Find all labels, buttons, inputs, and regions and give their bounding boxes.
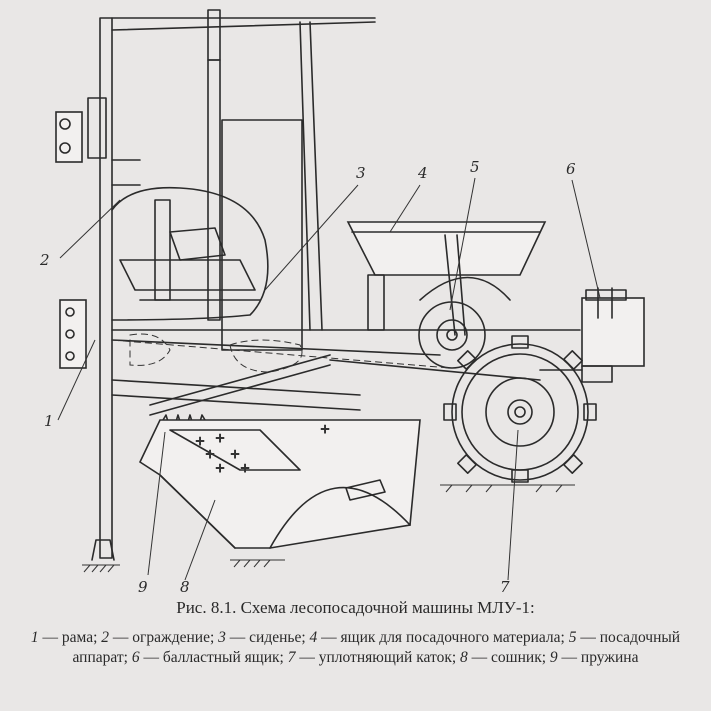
legend-item-number: 1 bbox=[30, 629, 39, 646]
legend-item-number: 3 bbox=[218, 629, 226, 646]
callout-5: 5 bbox=[470, 158, 480, 176]
legend-item-number: 6 bbox=[131, 649, 140, 666]
figure-legend: 1 — рама; 2 — ограждение; 3 — сиденье; 4… bbox=[14, 628, 697, 668]
svg-text:+: + bbox=[215, 461, 225, 475]
legend-item-text: уплотняющий каток bbox=[318, 649, 452, 666]
legend-item: 6 — балластный ящик; bbox=[131, 649, 288, 666]
leader-lines bbox=[57, 177, 601, 581]
ballast-box bbox=[539, 287, 645, 383]
opener: ++ ++ ++ + bbox=[138, 419, 421, 549]
legend-item: 2 — ограждение; bbox=[101, 629, 219, 646]
svg-text:+: + bbox=[205, 447, 215, 461]
planting-material-box bbox=[346, 221, 547, 331]
ground-hatching bbox=[82, 484, 575, 573]
legend-item: 7 — уплотняющий каток; bbox=[287, 649, 461, 666]
legend-item-number: 4 bbox=[309, 629, 318, 646]
callout-2: 2 bbox=[39, 251, 50, 269]
frame bbox=[55, 17, 141, 561]
linkage bbox=[111, 329, 581, 416]
svg-text:+: + bbox=[320, 422, 330, 436]
legend-item-number: 2 bbox=[101, 629, 110, 646]
legend-item-number: 9 bbox=[549, 649, 558, 666]
callout-7: 7 bbox=[500, 578, 510, 596]
legend-item-number: 8 bbox=[460, 649, 468, 666]
guard bbox=[111, 9, 376, 351]
seat bbox=[119, 199, 261, 301]
legend-item-text: сошник bbox=[491, 649, 542, 666]
legend-item-number: 5 bbox=[568, 629, 577, 646]
legend-item-number: 7 bbox=[287, 649, 296, 666]
callout-3: 3 bbox=[356, 164, 366, 182]
legend-item: 9 — пружина bbox=[549, 649, 639, 666]
legend-item: 8 — сошник; bbox=[460, 649, 550, 666]
legend-item-text: балластный ящик bbox=[162, 649, 280, 666]
callout-9: 9 bbox=[138, 578, 148, 596]
legend-item-text: посадочный аппарат bbox=[72, 629, 681, 666]
callout-6: 6 bbox=[566, 160, 576, 178]
legend-item-text: сиденье bbox=[249, 629, 302, 646]
figure-title: Рис. 8.1. Схема лесопосадочной машины МЛ… bbox=[176, 598, 535, 617]
compacting-roller bbox=[443, 335, 597, 483]
callout-1: 1 bbox=[44, 412, 54, 430]
svg-text:+: + bbox=[215, 431, 225, 445]
legend-item: 3 — сиденье; bbox=[218, 629, 310, 646]
callout-4: 4 bbox=[417, 164, 428, 182]
svg-text:+: + bbox=[230, 447, 240, 461]
legend-item-text: пружина bbox=[580, 649, 639, 666]
callout-8: 8 bbox=[180, 578, 190, 596]
legend-item-text: ограждение bbox=[132, 629, 210, 646]
svg-text:+: + bbox=[240, 461, 250, 475]
legend-item-text: рама bbox=[61, 629, 94, 646]
svg-text:+: + bbox=[195, 434, 205, 448]
machine-diagram: ++ ++ ++ + 1 2 3 4 5 6 7 8 9 bbox=[39, 9, 645, 596]
legend-item-text: ящик для посадочного материала bbox=[340, 629, 561, 646]
legend-item: 1 — рама; bbox=[30, 629, 102, 646]
legend-item: 4 — ящик для посадочного материала; bbox=[309, 629, 569, 646]
legend-item: 5 — посадочный аппарат; bbox=[72, 629, 681, 666]
